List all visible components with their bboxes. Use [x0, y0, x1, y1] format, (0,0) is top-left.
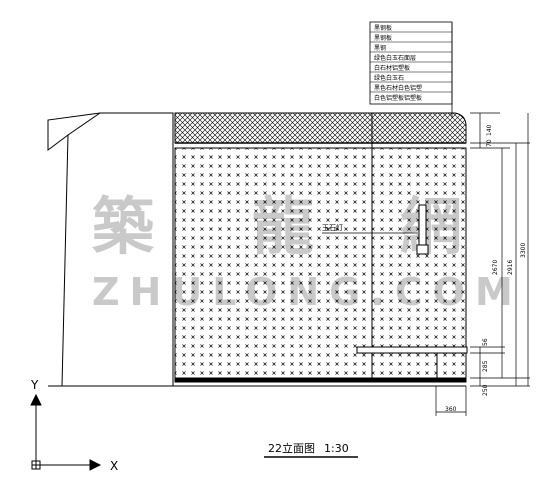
- dim-mid: 2670: [492, 260, 499, 275]
- dim-total: 3300: [520, 243, 527, 258]
- lamp-leader: 玉石灯: [322, 223, 418, 234]
- callout-3: 黑钢: [374, 44, 386, 52]
- dim-285: 285: [482, 360, 489, 372]
- ucs-x-label: X: [110, 459, 118, 473]
- right-dimensions: [470, 112, 530, 387]
- dim-56: 56: [482, 338, 489, 346]
- callout-5: 白石材铝塑板: [374, 64, 410, 72]
- stone-lamp: [416, 204, 429, 255]
- ucs-y-label: Y: [30, 378, 39, 392]
- lamp-label: 玉石灯: [322, 223, 343, 232]
- dim-top-a: 140: [486, 124, 493, 136]
- drawing-title: 22立面图: [268, 441, 315, 455]
- drawing-title-block: 22立面图 1:30: [264, 441, 358, 458]
- bottom-dimension: 360: [435, 386, 467, 416]
- ucs-icon: Y X: [30, 378, 118, 473]
- dim-250: 250: [482, 384, 489, 396]
- bottom-shelf: [356, 346, 468, 378]
- callout-1: 黑钢板: [374, 24, 392, 32]
- right-dimension-texts: 140 70 2670 2916 3300 56 285 250: [482, 124, 527, 396]
- dim-bottom: 360: [445, 406, 457, 413]
- watermark-char-1: 築: [92, 190, 155, 263]
- dim-top-b: 70: [486, 139, 493, 147]
- dotted-wall-panel: [174, 113, 467, 379]
- dim-total-inner: 2916: [507, 260, 514, 275]
- base-plinth: [48, 377, 467, 387]
- callout-7: 黑色石材白色铝塑: [374, 84, 422, 92]
- callout-list: 黑钢板 黑钢板 黑钢 绿色白玉石面层 白石材铝塑板 绿色白玉石 黑色石材白色铝塑…: [369, 21, 453, 118]
- callout-2: 黑钢板: [374, 34, 392, 42]
- drawing-scale: 1:30: [324, 442, 349, 455]
- callout-4: 绿色白玉石面层: [374, 54, 416, 62]
- callout-8: 白色铝塑板铝塑板: [374, 94, 422, 102]
- top-band: [174, 112, 467, 149]
- callout-6: 绿色白玉石: [374, 74, 404, 82]
